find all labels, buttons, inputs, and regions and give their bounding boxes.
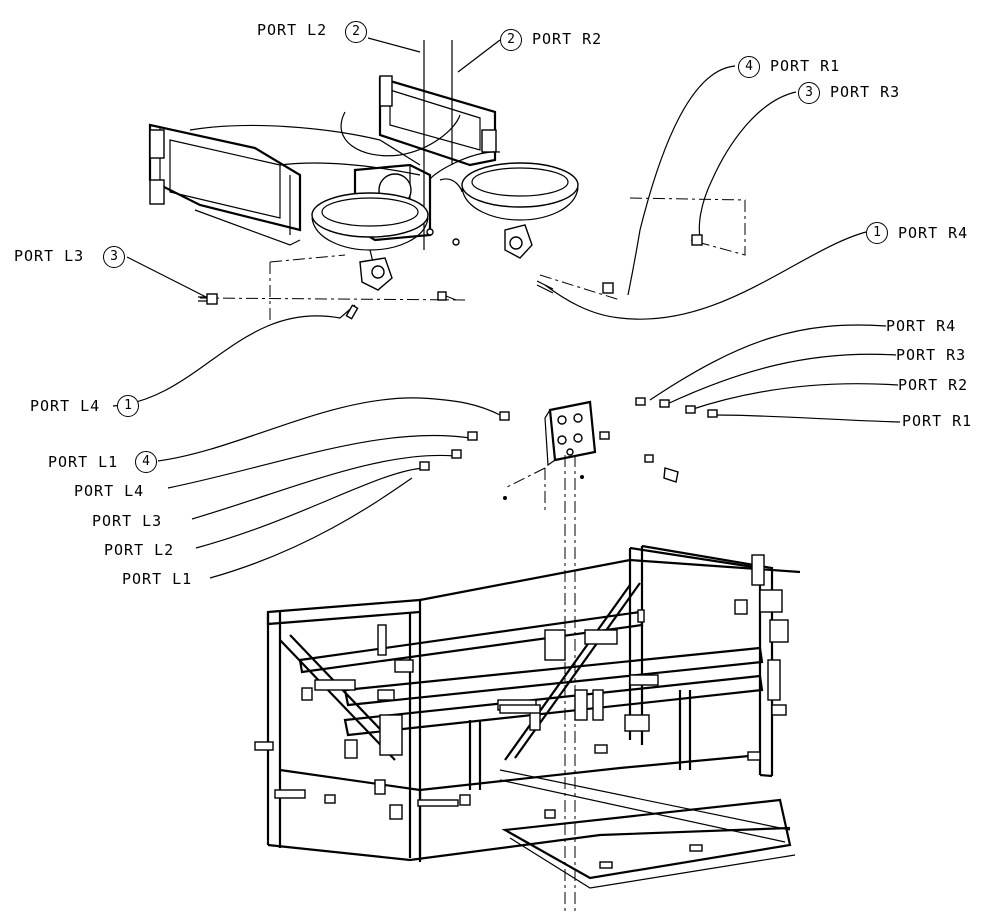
port-r2-top-label: PORT R2 <box>532 30 603 48</box>
port-r4-top-number: 1 <box>866 222 888 244</box>
manifold-port-r4-label: PORT R4 <box>886 317 957 335</box>
port-l4-top-number: 1 <box>117 395 139 417</box>
base-frame <box>254 544 801 889</box>
manifold-block <box>419 397 718 500</box>
manifold-port-r2-label: PORT R2 <box>898 376 969 394</box>
port-l2-top-label: PORT L2 <box>257 21 328 39</box>
port-r3-top-number: 3 <box>798 82 820 104</box>
manifold-port-r3-label: PORT R3 <box>896 346 967 364</box>
port-r4-top-label: PORT R4 <box>898 224 969 242</box>
manifold-port-l1-label: PORT L1 <box>122 570 193 588</box>
port-l2-top-number: 2 <box>345 21 367 43</box>
port-l3-top-number: 3 <box>103 246 125 268</box>
port-l1-top-number: 4 <box>135 451 157 473</box>
port-l1-top-label: PORT L1 <box>48 453 119 471</box>
manifold-port-l3-label: PORT L3 <box>92 512 163 530</box>
port-r1-top-number: 4 <box>738 56 760 78</box>
manifold-port-l4-label: PORT L4 <box>74 482 145 500</box>
port-r2-top-number: 2 <box>500 29 522 51</box>
port-r3-top-label: PORT R3 <box>830 83 901 101</box>
port-l3-top-label: PORT L3 <box>14 247 85 265</box>
port-r1-top-label: PORT R1 <box>770 57 841 75</box>
port-l4-top-label: PORT L4 <box>30 397 101 415</box>
top-fittings <box>198 234 703 320</box>
manifold-port-l2-label: PORT L2 <box>104 541 175 559</box>
upper-arm-assembly <box>148 75 579 291</box>
centerlines <box>199 197 746 912</box>
manifold-port-r1-label: PORT R1 <box>902 412 973 430</box>
